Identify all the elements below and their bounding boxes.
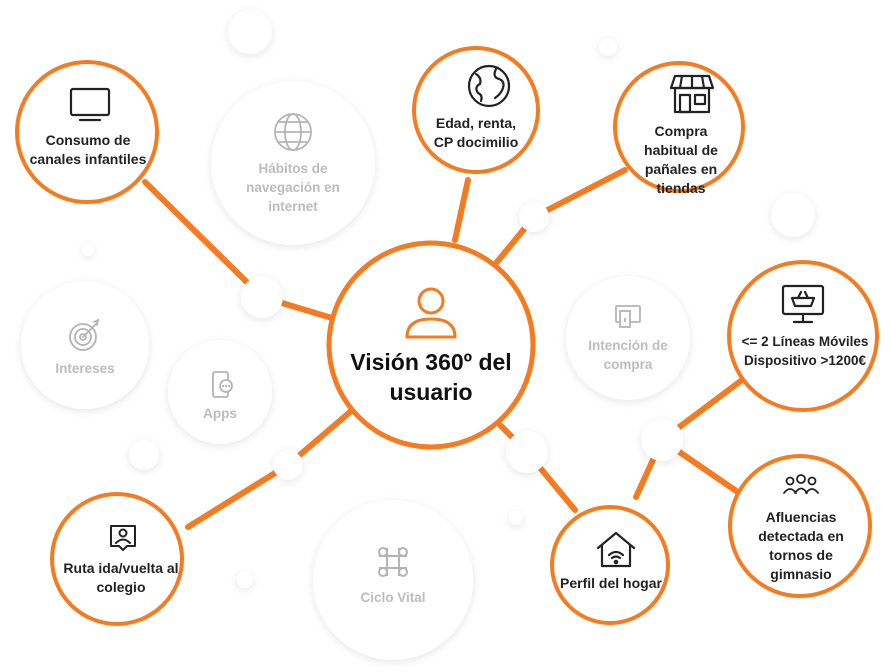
faded-node-purchase-label: Intención de compra	[588, 338, 668, 372]
node-school	[50, 492, 184, 626]
node-school-label: Ruta ida/vuelta al colegio	[63, 560, 179, 595]
junction-home	[506, 431, 548, 473]
globe-grid-icon	[274, 113, 312, 151]
junction-right	[641, 419, 683, 461]
node-channels-label: Consumo de canales infantiles	[29, 132, 147, 167]
connector-diapers-1	[531, 167, 628, 220]
globe-icon	[467, 64, 511, 108]
command-icon	[378, 547, 408, 577]
faded-node-interests-label: Intereses	[55, 361, 115, 376]
faded-node-lifecycle	[313, 500, 473, 660]
node-center	[326, 240, 536, 450]
node-mobile-label: <= 2 Líneas Móviles Dispositivo >1200€	[741, 334, 869, 368]
connector-school-2	[185, 462, 291, 530]
connector-demographics	[452, 177, 471, 243]
faded-node-apps	[168, 340, 272, 444]
location-user-icon	[110, 525, 136, 551]
node-gym-label: Afluencias detectada en tornos de gimnas…	[758, 509, 844, 582]
card-icon	[615, 305, 641, 328]
junction-school	[273, 450, 303, 480]
node-gym	[728, 454, 872, 598]
tv-icon	[69, 87, 111, 122]
node-demographics	[412, 46, 540, 174]
group-icon	[783, 474, 819, 494]
faded-node-apps-label: Apps	[203, 406, 237, 421]
connector-channels-1	[142, 179, 265, 300]
node-channels	[15, 60, 159, 204]
faded-node-purchase	[566, 276, 690, 400]
junction-channels	[241, 276, 283, 318]
shopping-monitor-icon	[781, 284, 825, 324]
primary-nodes	[15, 46, 879, 626]
user-icon	[405, 287, 457, 339]
junction-diapers	[519, 202, 549, 232]
junctions	[241, 202, 683, 480]
node-mobile	[727, 260, 879, 412]
faded-node-browsing-label: Hábitos de navegación en internet	[246, 161, 340, 214]
node-demographics-label: Edad, renta, CP docimilio	[433, 115, 519, 150]
home-wifi-icon	[596, 531, 636, 568]
center-title: Visión 360º del usuario	[350, 349, 512, 405]
phone-chat-icon	[212, 371, 233, 398]
node-diapers	[613, 61, 745, 193]
faded-node-browsing	[211, 81, 375, 245]
store-icon	[669, 74, 715, 114]
node-diapers-label: Compra habitual de pañales en tiendas	[644, 123, 718, 196]
faded-node-lifecycle-label: Ciclo Vital	[360, 590, 426, 605]
node-home-label: Perfil del hogar	[560, 575, 662, 591]
background-bubbles	[82, 10, 815, 588]
target-icon	[69, 318, 100, 351]
